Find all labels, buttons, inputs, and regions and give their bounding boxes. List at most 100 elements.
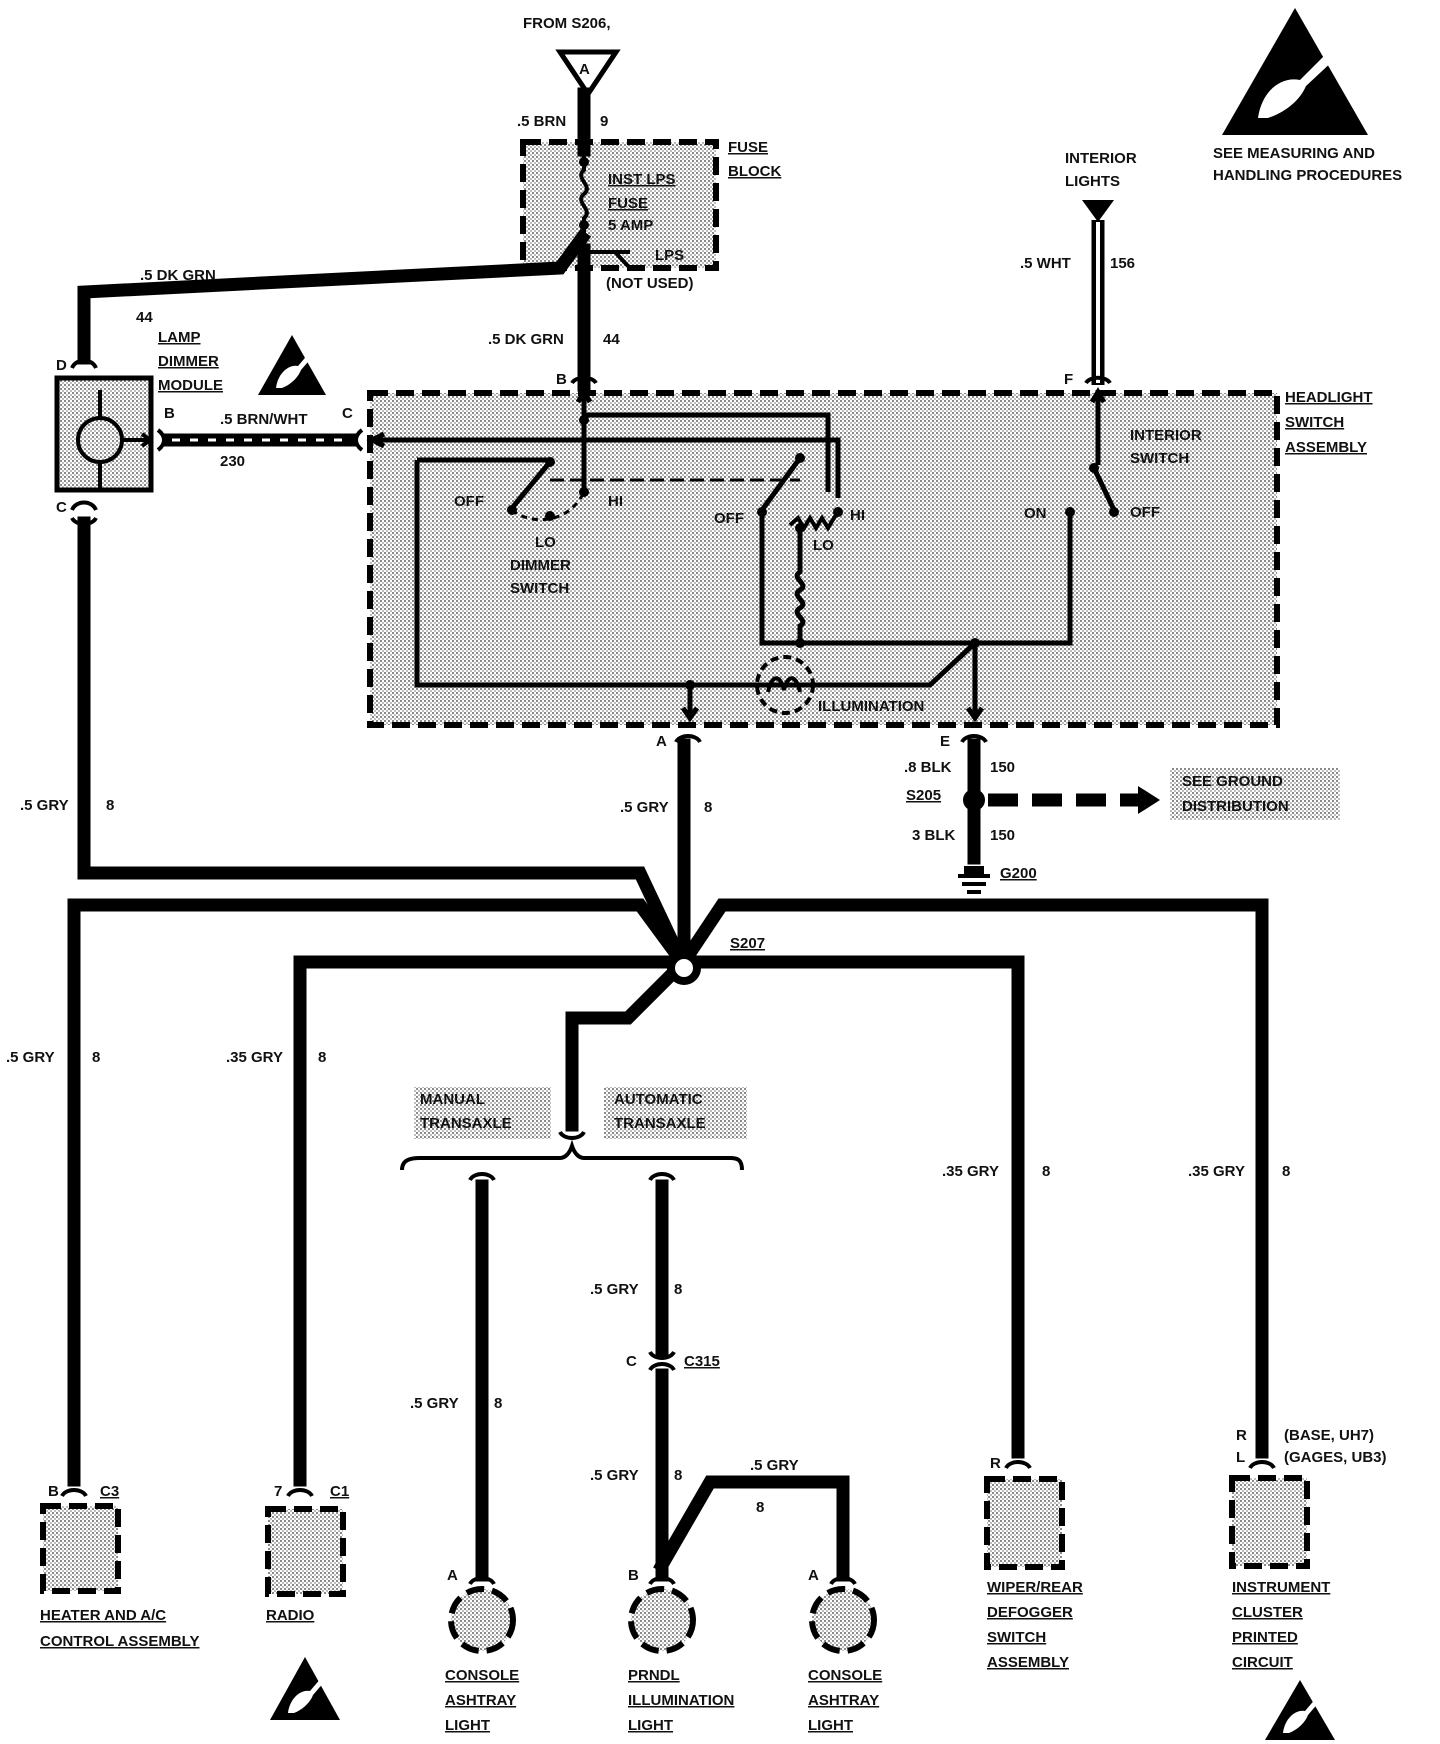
off-3-label: OFF xyxy=(1130,504,1160,521)
hi-2-label: HI xyxy=(850,507,865,524)
wire-gry-8-transaxle xyxy=(565,952,694,1132)
dimmer-label-1: DIMMER xyxy=(510,557,571,574)
wire-gry-wiper-label: .35 GRY xyxy=(942,1163,999,1180)
pin-f-label: F xyxy=(1064,371,1073,388)
ashtray-light-1 xyxy=(448,1586,516,1654)
interior-switch-label-2: SWITCH xyxy=(1130,450,1189,467)
esd-warning-icon-cluster xyxy=(1265,1680,1335,1740)
wire-08blk-label: .8 BLK xyxy=(904,759,952,776)
wire-gry-8-heater xyxy=(67,898,692,1487)
connector-a-label: A xyxy=(579,61,590,78)
pin-c-switch-label: C xyxy=(342,405,353,422)
wiper-label-4: ASSEMBLY xyxy=(987,1654,1069,1671)
pin-c-c315-label: C xyxy=(626,1353,637,1370)
cluster-label-1: INSTRUMENT xyxy=(1232,1579,1330,1596)
ashtray-light-2 xyxy=(809,1586,877,1654)
circuit-8-cluster-label: 8 xyxy=(1282,1163,1290,1180)
ashtray2-label-3: LIGHT xyxy=(808,1717,853,1734)
module-pin-d xyxy=(70,358,98,370)
circuit-230-label: 230 xyxy=(220,453,245,470)
pin-a-ashtray1-label: A xyxy=(447,1567,458,1584)
wire-brnwht-label: .5 BRN/WHT xyxy=(220,411,308,428)
module-pin-c xyxy=(70,500,98,512)
wiper-label-2: DEFOGGER xyxy=(987,1604,1073,1621)
c315-connector xyxy=(648,1350,676,1372)
ashtray1-label-3: LIGHT xyxy=(445,1717,490,1734)
inst-lps-label: INST LPS xyxy=(608,171,676,188)
radio-label: RADIO xyxy=(266,1607,315,1624)
pin-a-ashtray2-label: A xyxy=(808,1567,819,1584)
fuse-label: FUSE xyxy=(608,195,648,212)
lamp-dimmer-module xyxy=(54,375,154,493)
cluster-label-3: PRINTED xyxy=(1232,1629,1298,1646)
circuit-44-left-label: 44 xyxy=(136,309,153,326)
pin-d-label: D xyxy=(56,357,67,374)
pin-7-radio-label: 7 xyxy=(274,1483,282,1500)
pin-b-connector xyxy=(570,375,598,385)
manual-transaxle-note xyxy=(414,1087,551,1139)
fuse-element xyxy=(579,150,589,250)
heater-label-1: HEATER AND A/C xyxy=(40,1607,166,1624)
lo-1-label: LO xyxy=(535,534,556,551)
heater-label-2: CONTROL ASSEMBLY xyxy=(40,1633,199,1650)
circuit-44-mid-label: 44 xyxy=(603,331,620,348)
cluster-label-2: CLUSTER xyxy=(1232,1604,1303,1621)
ashtray2-label-2: ASHTRAY xyxy=(808,1692,879,1709)
see-ground-note xyxy=(1170,768,1340,820)
wire-gry-center-label: .5 GRY xyxy=(620,799,669,816)
s207-label: S207 xyxy=(730,935,765,952)
transaxle-bracket xyxy=(400,1139,744,1171)
from-s206-label: FROM S206, xyxy=(523,15,611,32)
lo-2-label: LO xyxy=(813,537,834,554)
pin-b-module-label: B xyxy=(164,405,175,422)
illumination-label: ILLUMINATION xyxy=(818,698,924,715)
cluster-box xyxy=(1229,1475,1310,1569)
radio-box xyxy=(265,1506,346,1597)
lps-label: LPS xyxy=(655,247,684,264)
heater-control-box xyxy=(40,1503,121,1594)
pin-b-switch-label: B xyxy=(556,371,567,388)
wire-gry-8-wiper xyxy=(677,955,1025,1459)
wire-dk-grn-44-top xyxy=(77,228,592,365)
circuit-150-b-label: 150 xyxy=(990,827,1015,844)
circuit-156-label: 156 xyxy=(1110,255,1135,272)
interior-switch-label-1: INTERIOR xyxy=(1130,427,1202,444)
s207-splice xyxy=(667,951,701,985)
see-ground-label-2: DISTRIBUTION xyxy=(1182,798,1289,815)
pin-r-cluster-label: R xyxy=(1236,1427,1247,1444)
from-s206-connector xyxy=(555,49,621,99)
see-ground-label-1: SEE GROUND xyxy=(1182,773,1283,790)
s205-splice xyxy=(963,789,985,811)
off-1-label: OFF xyxy=(454,493,484,510)
circuit-9-label: 9 xyxy=(600,113,608,130)
headlight-switch-assembly xyxy=(367,390,1280,728)
wire-05brn-label: .5 BRN xyxy=(517,113,566,130)
wire-gry-heater-label: .5 GRY xyxy=(6,1049,55,1066)
wire-gry-radio-label: .35 GRY xyxy=(226,1049,283,1066)
circuit-8-wiper-label: 8 xyxy=(1042,1163,1050,1180)
circuit-8-heater-label: 8 xyxy=(92,1049,100,1066)
lamp-dimmer-label-2: DIMMER xyxy=(158,353,219,370)
pin-a-connector xyxy=(674,734,702,744)
wire-gry-left-label: .5 GRY xyxy=(20,797,69,814)
wire-gry-ashtray1-label: .5 GRY xyxy=(410,1395,459,1412)
hsa-label-3: ASSEMBLY xyxy=(1285,439,1367,456)
pin-r-wiper-label: R xyxy=(990,1455,1001,1472)
lamp-dimmer-label-3: MODULE xyxy=(158,377,223,394)
pin-e-switch-label: E xyxy=(940,733,950,750)
circuit-8-prndl-label: 8 xyxy=(674,1281,682,1298)
base-uh7-label: (BASE, UH7) xyxy=(1284,1427,1374,1444)
pin-c-module-label: C xyxy=(56,499,67,516)
wire-gry-prndl-label: .5 GRY xyxy=(590,1281,639,1298)
auto-label-1: AUTOMATIC xyxy=(614,1091,703,1108)
fuse-block-label-2: BLOCK xyxy=(728,163,781,180)
esd-warning-icon-module xyxy=(258,335,326,395)
c3-label: C3 xyxy=(100,1483,119,1500)
hi-1-label: HI xyxy=(608,493,623,510)
wire-dkgrn-mid-label: .5 DK GRN xyxy=(488,331,564,348)
prndl-label-1: PRNDL xyxy=(628,1667,680,1684)
wire-dkgrn-top-label: .5 DK GRN xyxy=(140,267,216,284)
off-2-label: OFF xyxy=(714,510,744,527)
